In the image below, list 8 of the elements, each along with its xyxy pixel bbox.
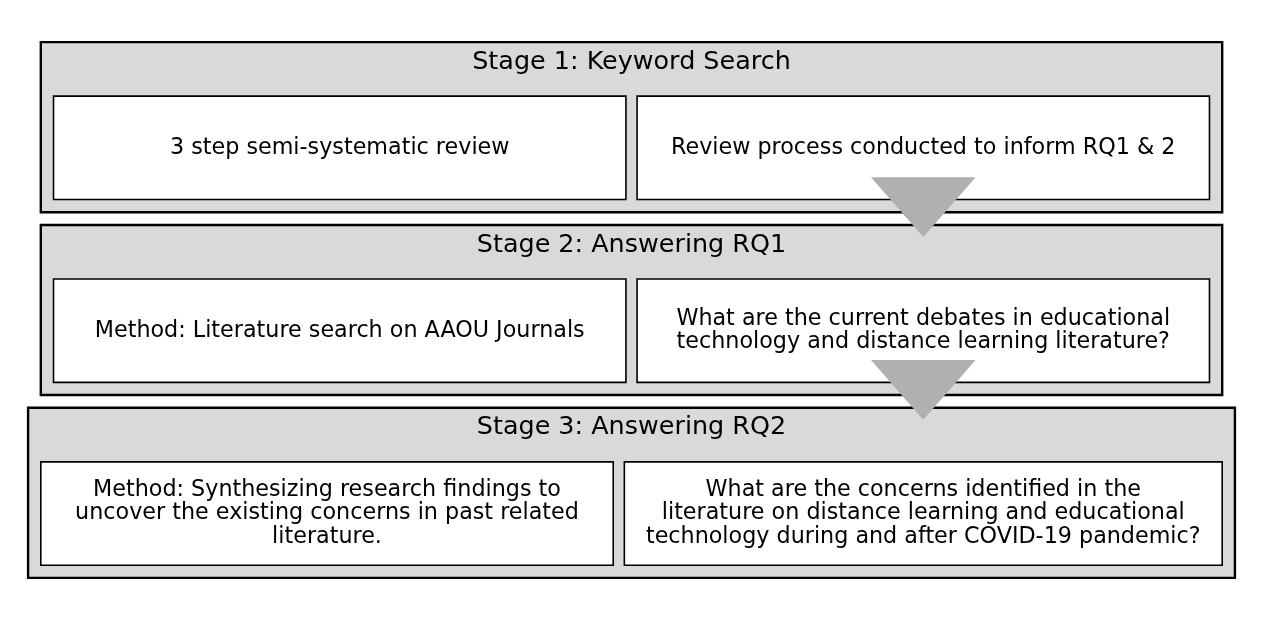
arrow (871, 177, 976, 237)
node-box: 3 step semi-systematic review (52, 95, 627, 201)
node-box: Method: Synthesizing research findings to uncover the existing concerns in past related literature. (40, 461, 614, 566)
node-box: Method: Literature search on AAOU Journals (52, 278, 627, 384)
arrow (871, 360, 976, 420)
node-box: What are the concerns identified in the literature on distance learning and educational technology during and after COVID-19 pandemic? (623, 461, 1223, 566)
node-box: What are the current debates in educational technology and distance learning literature? (636, 278, 1211, 384)
node-box: Review process conducted to inform RQ1 & 2 (636, 95, 1211, 201)
